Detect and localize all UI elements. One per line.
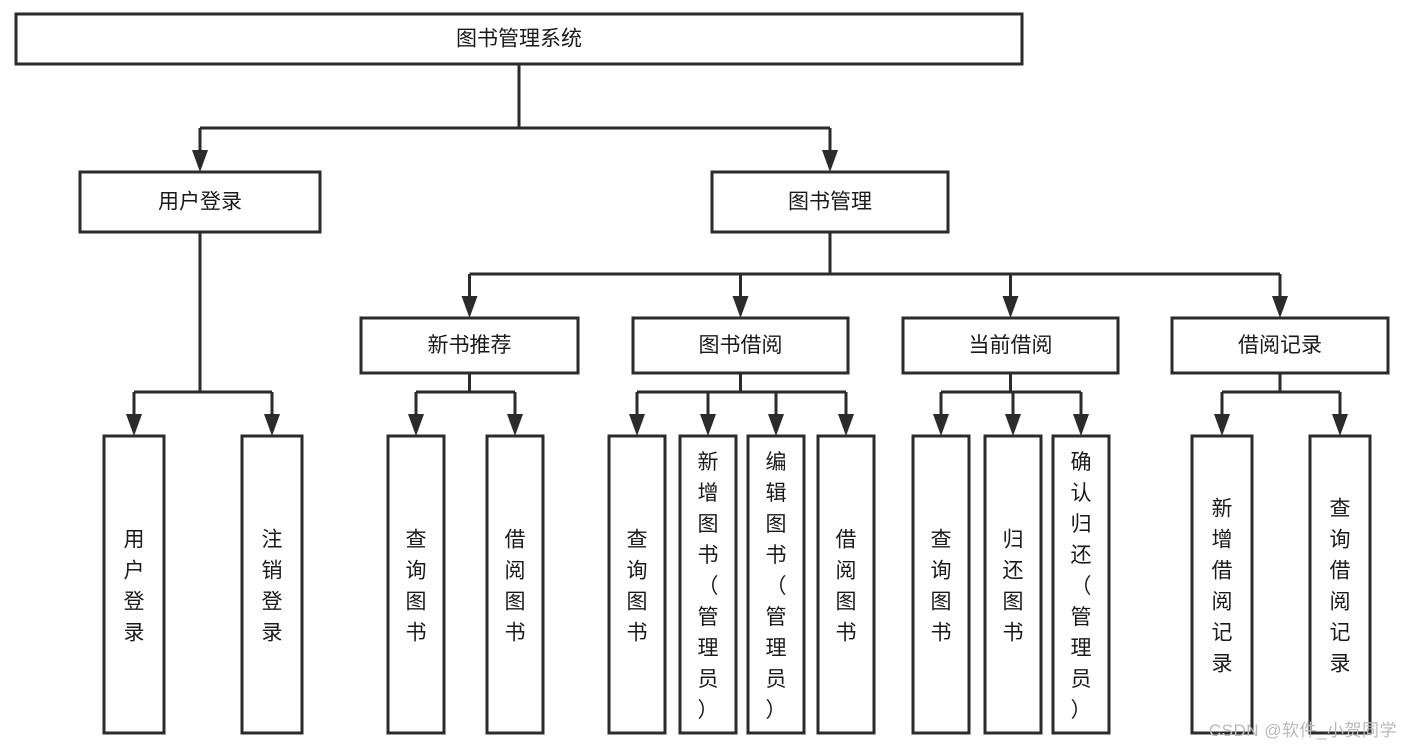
node-box[interactable] (746, 434, 806, 735)
node-box[interactable] (1308, 434, 1372, 735)
node-layer: 图书管理系统用户登录图书管理新书推荐图书借阅当前借阅借阅记录用户登录注销登录查询… (14, 12, 1390, 735)
node-box[interactable] (386, 434, 446, 735)
node-label: 查询借阅记录 (1330, 498, 1351, 676)
connector-group (126, 232, 280, 436)
arrow-head-icon (1002, 296, 1019, 318)
node-leaf-confirm-return[interactable]: 确认归还（管理员） (1051, 434, 1111, 735)
arrow-head-icon (408, 414, 424, 436)
node-box[interactable] (485, 434, 545, 735)
node-label: 归还图书 (1003, 529, 1024, 645)
node-book-borrow[interactable]: 图书借阅 (631, 316, 850, 375)
node-leaf-borrow-book-1[interactable]: 借阅图书 (485, 434, 545, 735)
arrow-head-icon (933, 414, 949, 436)
node-box[interactable] (678, 434, 738, 735)
node-leaf-query-book-3[interactable]: 查询图书 (911, 434, 971, 735)
node-label: 用户登录 (124, 529, 145, 645)
node-leaf-query-book-1[interactable]: 查询图书 (386, 434, 446, 735)
node-label: 图书管理系统 (456, 28, 582, 51)
arrow-head-icon (264, 414, 280, 436)
arrow-head-icon (768, 414, 784, 436)
connector-group (192, 64, 838, 172)
node-new-book-rec[interactable]: 新书推荐 (359, 316, 580, 375)
connector-group (1214, 373, 1348, 436)
node-box[interactable] (1170, 316, 1390, 375)
node-label: 新书推荐 (428, 334, 512, 357)
node-label: 查询图书 (627, 529, 648, 645)
node-label: 借阅图书 (505, 529, 526, 645)
connector-group (629, 373, 854, 436)
arrow-head-icon (126, 414, 142, 436)
connector-group (461, 232, 1288, 318)
node-box[interactable] (14, 12, 1024, 66)
node-label: 注销登录 (262, 529, 283, 645)
node-box[interactable] (359, 316, 580, 375)
node-label: 查询图书 (931, 529, 952, 645)
node-box[interactable] (911, 434, 971, 735)
node-leaf-user-logout[interactable]: 注销登录 (240, 434, 304, 735)
node-label: 图书管理 (788, 191, 872, 214)
node-box[interactable] (102, 434, 166, 735)
node-label: 用户登录 (158, 191, 242, 214)
arrow-head-icon (629, 414, 645, 436)
arrow-head-icon (1073, 414, 1089, 436)
arrow-head-icon (700, 414, 716, 436)
node-box[interactable] (901, 316, 1120, 375)
connector-group (933, 373, 1089, 436)
node-borrow-record[interactable]: 借阅记录 (1170, 316, 1390, 375)
node-label: 借阅图书 (836, 529, 857, 645)
node-leaf-borrow-book-2[interactable]: 借阅图书 (816, 434, 876, 735)
node-label: 新增借阅记录 (1212, 498, 1233, 676)
node-root[interactable]: 图书管理系统 (14, 12, 1024, 66)
arrow-head-icon (1214, 414, 1230, 436)
arrow-head-icon (1332, 414, 1348, 436)
node-label: 当前借阅 (969, 334, 1053, 357)
arrow-head-icon (507, 414, 523, 436)
node-current-borrow[interactable]: 当前借阅 (901, 316, 1120, 375)
node-label: 借阅记录 (1238, 334, 1322, 357)
node-box[interactable] (816, 434, 876, 735)
connector-group (408, 373, 523, 436)
node-box[interactable] (983, 434, 1043, 735)
node-box[interactable] (631, 316, 850, 375)
node-label: 编辑图书（管理员） (766, 451, 787, 722)
node-leaf-query-record[interactable]: 查询借阅记录 (1308, 434, 1372, 735)
node-user-login[interactable]: 用户登录 (78, 170, 322, 234)
node-box[interactable] (607, 434, 667, 735)
arrow-head-icon (822, 150, 838, 172)
node-label: 新增图书（管理员） (698, 451, 719, 722)
connector-layer (126, 64, 1348, 436)
node-leaf-add-book[interactable]: 新增图书（管理员） (678, 434, 738, 735)
node-box[interactable] (1190, 434, 1254, 735)
node-box[interactable] (240, 434, 304, 735)
node-leaf-user-login[interactable]: 用户登录 (102, 434, 166, 735)
arrow-head-icon (1005, 414, 1021, 436)
node-label: 确认归还（管理员） (1071, 451, 1092, 722)
watermark-text: CSDN @软件_小贺同学 (1208, 721, 1397, 740)
node-leaf-edit-book[interactable]: 编辑图书（管理员） (746, 434, 806, 735)
node-leaf-query-book-2[interactable]: 查询图书 (607, 434, 667, 735)
node-label: 查询图书 (406, 529, 427, 645)
arrow-head-icon (838, 414, 854, 436)
node-box[interactable] (78, 170, 322, 234)
node-box[interactable] (1051, 434, 1111, 735)
node-leaf-add-record[interactable]: 新增借阅记录 (1190, 434, 1254, 735)
node-box[interactable] (710, 170, 950, 234)
arrow-head-icon (192, 150, 208, 172)
node-book-manage[interactable]: 图书管理 (710, 170, 950, 234)
arrow-head-icon (1272, 296, 1288, 318)
node-leaf-return-book[interactable]: 归还图书 (983, 434, 1043, 735)
arrow-head-icon (461, 296, 478, 318)
node-label: 图书借阅 (699, 334, 783, 357)
arrow-head-icon (732, 296, 749, 318)
